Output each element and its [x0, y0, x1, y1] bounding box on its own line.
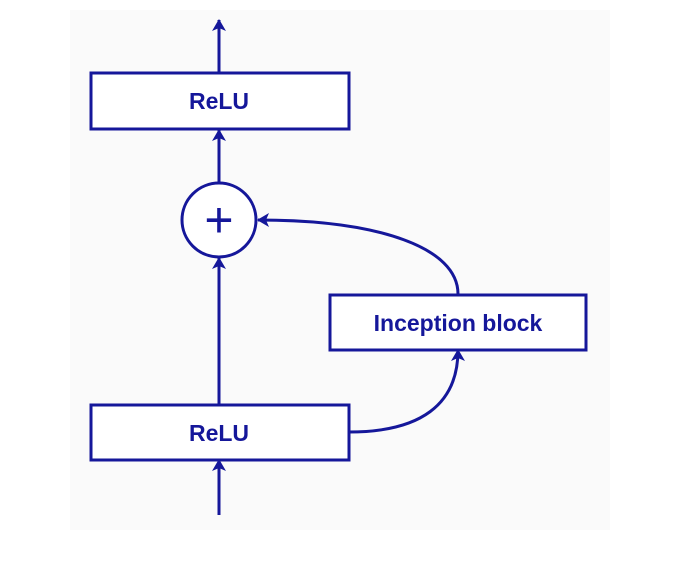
relu-top-label: ReLU — [189, 88, 249, 114]
relu-top-box — [89, 71, 351, 131]
relu-bottom-box — [89, 403, 351, 462]
relu-to-inception-arrow — [348, 349, 465, 434]
add-symbol: + — [204, 192, 233, 248]
inception-to-add-arrow — [257, 213, 460, 295]
inception-block-box — [328, 293, 588, 352]
relu-bottom-label: ReLU — [189, 420, 249, 446]
inception-block-label: Inception block — [374, 310, 543, 336]
add-node — [180, 181, 258, 259]
